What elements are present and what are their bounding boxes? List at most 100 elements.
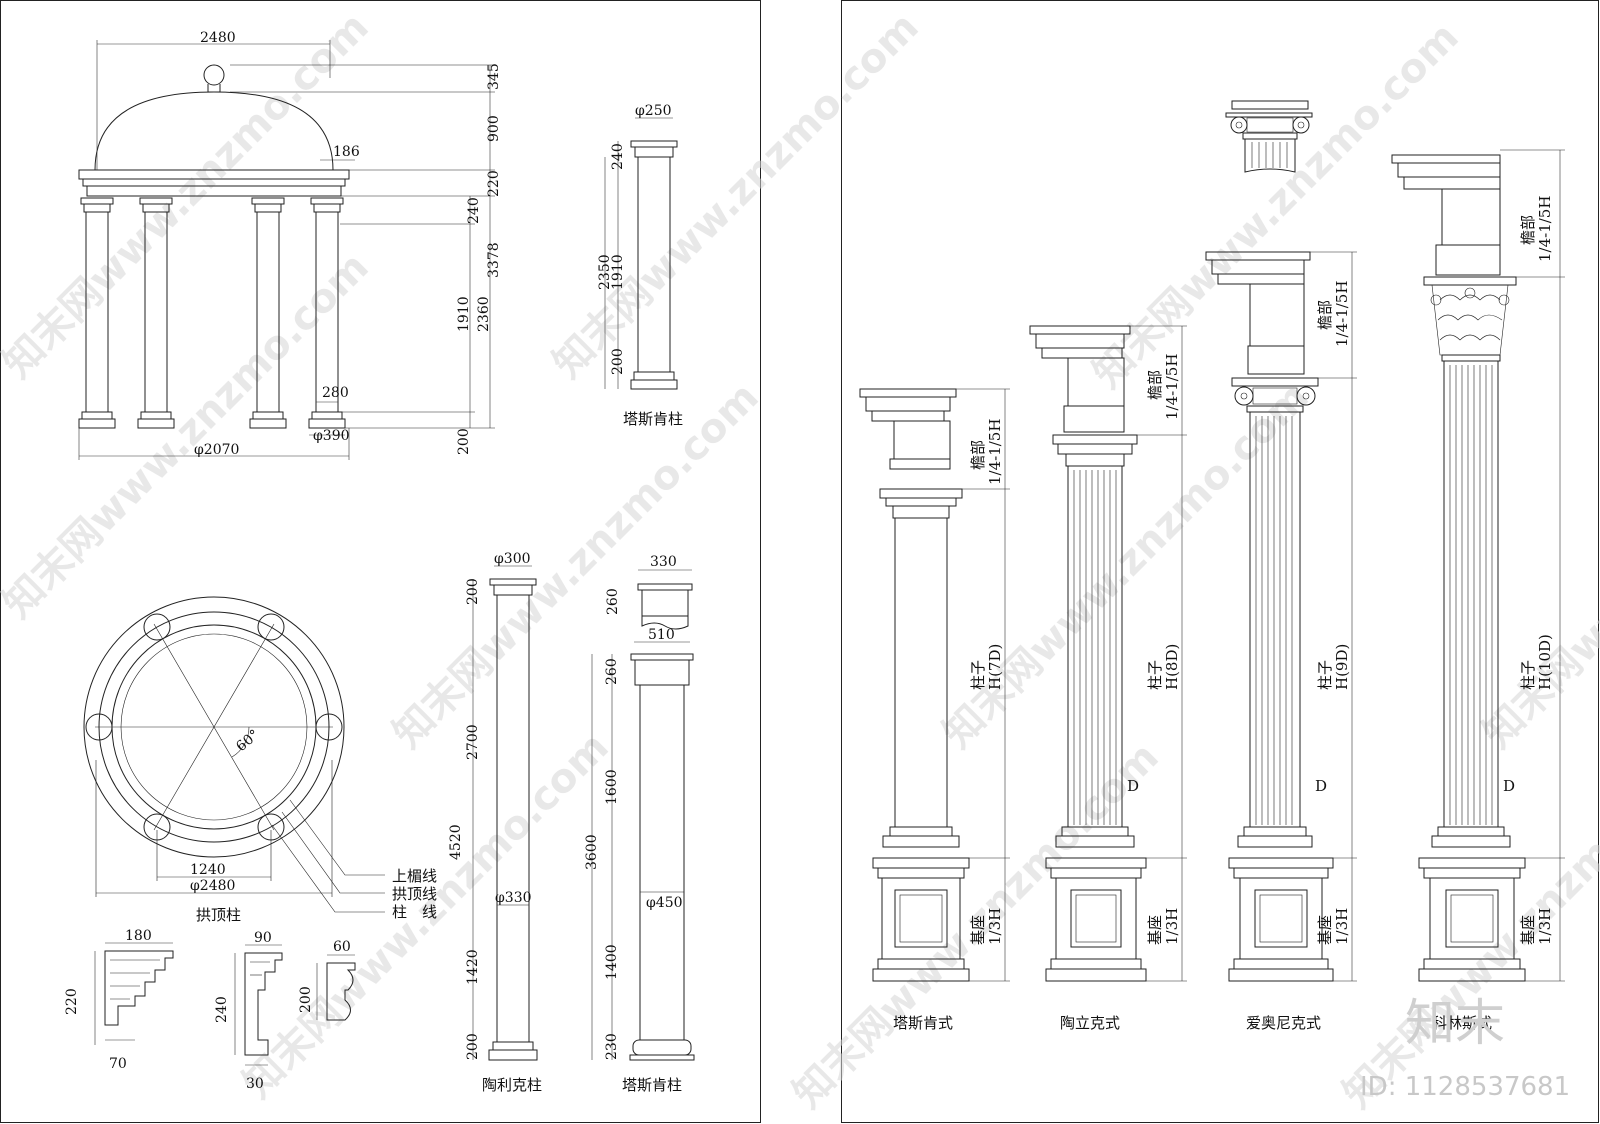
gazebo-columns	[78, 197, 346, 429]
svg-text:爱奥尼克式: 爱奥尼克式	[1246, 1014, 1321, 1032]
svg-text:D: D	[1503, 777, 1515, 795]
order-tuscan	[859, 388, 970, 982]
svg-text:上楣线: 上楣线	[392, 867, 437, 885]
svg-text:200: 200	[298, 986, 314, 1013]
svg-text:240: 240	[214, 996, 230, 1023]
svg-text:330: 330	[650, 554, 677, 570]
svg-text:1910: 1910	[610, 254, 626, 290]
svg-text:檐部: 檐部	[1519, 215, 1537, 245]
svg-text:D: D	[1127, 777, 1139, 795]
svg-text:柱子: 柱子	[1146, 660, 1164, 690]
svg-text:230: 230	[604, 1033, 620, 1060]
svg-text:2700: 2700	[465, 724, 481, 760]
svg-text:180: 180	[125, 928, 152, 944]
svg-text:1910: 1910	[456, 296, 472, 332]
svg-text:1240: 1240	[190, 862, 226, 878]
svg-text:4520: 4520	[448, 824, 464, 860]
svg-text:知末网www.znzmo.com: 知末网www.znzmo.com	[1085, 14, 1468, 397]
tuscan-column-small: φ250 240 2350 1910 200 塔斯肯柱	[597, 103, 683, 428]
svg-text:基座: 基座	[969, 915, 987, 945]
svg-text:檐部: 檐部	[1146, 370, 1164, 400]
svg-text:陶利克柱: 陶利克柱	[482, 1076, 542, 1094]
svg-text:柱 线: 柱 线	[392, 903, 437, 921]
svg-text:H(7D): H(7D)	[986, 644, 1004, 690]
svg-text:φ330: φ330	[495, 890, 532, 906]
svg-text:知末网www.znzmo.com: 知末网www.znzmo.com	[545, 4, 928, 387]
svg-text:30: 30	[246, 1076, 264, 1092]
svg-text:φ300: φ300	[494, 551, 531, 567]
svg-text:345: 345	[486, 63, 502, 90]
svg-text:2350: 2350	[597, 254, 613, 290]
svg-text:200: 200	[465, 1033, 481, 1060]
svg-text:510: 510	[648, 627, 675, 643]
svg-text:60: 60	[333, 939, 351, 955]
svg-text:基座: 基座	[1316, 915, 1334, 945]
order-ionic	[1205, 100, 1334, 982]
svg-text:基座: 基座	[1146, 915, 1164, 945]
svg-text:φ2480: φ2480	[190, 878, 235, 894]
svg-text:φ250: φ250	[635, 103, 672, 119]
doric-column-elevation: φ300 200 2700 4520 φ330 1420 200 陶利克柱	[448, 551, 542, 1094]
svg-text:1/4-1/5H: 1/4-1/5H	[1163, 354, 1181, 420]
right-sheet-border	[841, 0, 1599, 1123]
svg-text:70: 70	[109, 1056, 127, 1072]
svg-text:1/3H: 1/3H	[1163, 908, 1181, 945]
left-sheet-border	[0, 0, 761, 1123]
svg-text:1420: 1420	[465, 949, 481, 985]
svg-text:柱子: 柱子	[969, 660, 987, 690]
svg-text:拱顶柱: 拱顶柱	[196, 906, 241, 924]
svg-text:塔斯肯柱: 塔斯肯柱	[622, 1076, 682, 1094]
plan-view: 60° 1240 φ2480 拱顶柱 上楣线 拱顶线 柱 线	[83, 596, 437, 924]
watermark-layer: 知末网www.znzmo.com 知末网www.znzmo.com 知末网www…	[0, 4, 1600, 1117]
svg-text:220: 220	[486, 170, 502, 197]
svg-text:240: 240	[466, 197, 482, 224]
svg-text:知末网www.znzmo.com: 知末网www.znzmo.com	[1475, 374, 1600, 757]
svg-text:拱顶线: 拱顶线	[392, 885, 437, 903]
order-labels: 檐部 1/4-1/5H 柱子 H(7D) 基座 1/3H 檐部 1/4-1/5H…	[893, 196, 1554, 1032]
svg-text:260: 260	[604, 658, 620, 685]
svg-text:塔斯肯柱: 塔斯肯柱	[623, 410, 683, 428]
svg-text:φ2070: φ2070	[194, 442, 239, 458]
svg-text:檐部: 檐部	[1316, 300, 1334, 330]
svg-text:基座: 基座	[1519, 915, 1537, 945]
svg-text:H(9D): H(9D)	[1333, 644, 1351, 690]
watermark-logo: 知末	[1405, 994, 1505, 1052]
svg-text:200: 200	[456, 428, 472, 455]
order-dimension-rails	[956, 149, 1565, 982]
svg-text:1/4-1/5H: 1/4-1/5H	[1333, 281, 1351, 347]
svg-text:260: 260	[605, 588, 621, 615]
svg-text:60°: 60°	[233, 727, 262, 755]
svg-text:1/4-1/5H: 1/4-1/5H	[986, 419, 1004, 485]
svg-text:塔斯肯式: 塔斯肯式	[893, 1014, 953, 1032]
svg-text:D: D	[1315, 777, 1327, 795]
moulding-profiles: 180 220 70 90 240 30 60 200	[64, 928, 356, 1092]
svg-text:1/3H: 1/3H	[1333, 908, 1351, 945]
svg-text:3600: 3600	[584, 834, 600, 870]
svg-text:1600: 1600	[604, 769, 620, 805]
svg-text:φ450: φ450	[646, 895, 683, 911]
svg-text:240: 240	[610, 143, 626, 170]
svg-text:2480: 2480	[200, 30, 236, 46]
dome	[94, 91, 334, 171]
svg-text:陶立克式: 陶立克式	[1060, 1014, 1120, 1032]
svg-text:2360: 2360	[476, 296, 492, 332]
svg-text:220: 220	[64, 988, 80, 1015]
svg-text:柱子: 柱子	[1316, 660, 1334, 690]
finial	[203, 64, 225, 86]
svg-text:200: 200	[610, 348, 626, 375]
watermark-id: ID: 1128537681	[1360, 1072, 1570, 1102]
svg-text:1400: 1400	[604, 944, 620, 980]
svg-text:柱子: 柱子	[1519, 660, 1537, 690]
svg-text:280: 280	[322, 385, 349, 401]
svg-text:知末网www.znzmo.com: 知末网www.znzmo.com	[385, 374, 768, 757]
gazebo-elevation: 2480 186 280 φ390 φ2070 345 900 220 240 …	[78, 30, 502, 460]
svg-text:H(8D): H(8D)	[1163, 644, 1181, 690]
svg-text:900: 900	[486, 115, 502, 142]
order-doric	[1029, 325, 1147, 982]
svg-text:1/3H: 1/3H	[1536, 908, 1554, 945]
svg-text:90: 90	[254, 930, 272, 946]
order-corinthian	[1391, 154, 1526, 982]
svg-text:1/4-1/5H: 1/4-1/5H	[1536, 196, 1554, 262]
svg-text:檐部: 檐部	[969, 440, 987, 470]
